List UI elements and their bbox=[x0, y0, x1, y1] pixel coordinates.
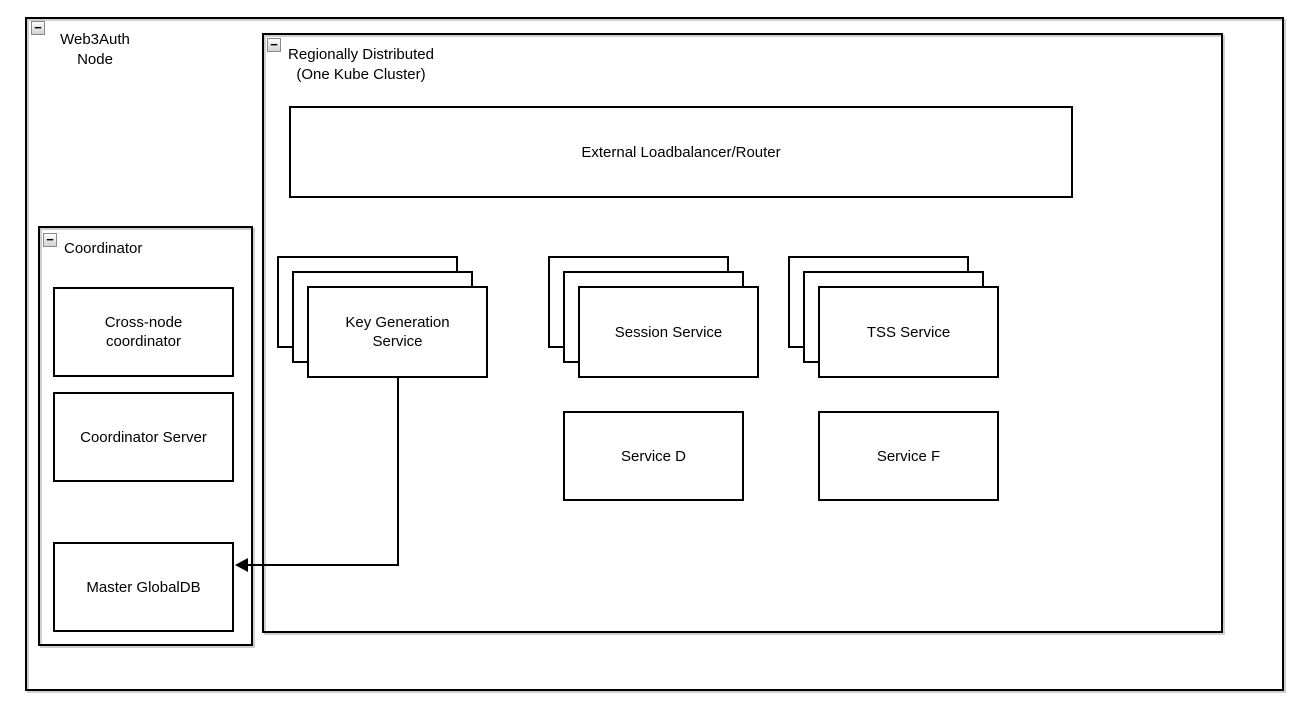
container-web3auth-node bbox=[25, 17, 1284, 691]
edge-keygen-to-masterdb-vertical bbox=[397, 378, 399, 566]
node-label-text: Service D bbox=[620, 447, 687, 465]
node-label-text: coordinator bbox=[105, 333, 182, 350]
container-label-regionally-distributed: Regionally Distributed (One Kube Cluster… bbox=[278, 45, 444, 85]
label-line: Node bbox=[77, 51, 113, 68]
node-label-text: External Loadbalancer/Router bbox=[581, 143, 781, 161]
label-line: Coordinator bbox=[64, 240, 143, 257]
node-service-d: Service D bbox=[563, 411, 744, 501]
collapse-icon-coordinator[interactable]: − bbox=[43, 233, 57, 247]
node-label-text: Cross-node bbox=[104, 314, 183, 331]
node-tss-service: TSS Service bbox=[818, 286, 999, 378]
arrowhead-left-icon bbox=[235, 558, 248, 572]
container-label-coordinator: Coordinator bbox=[64, 239, 142, 259]
node-label-text: Session Service bbox=[614, 323, 723, 341]
label-line: Web3Auth bbox=[60, 31, 130, 48]
node-session-service: Session Service bbox=[578, 286, 759, 378]
node-label-text: Coordinator Server bbox=[80, 428, 207, 446]
node-external-loadbalancer: External Loadbalancer/Router bbox=[289, 106, 1073, 198]
edge-keygen-to-masterdb-horizontal bbox=[246, 564, 399, 566]
node-coordinator-server: Coordinator Server bbox=[53, 392, 234, 482]
container-label-web3auth-node: Web3Auth Node bbox=[40, 30, 150, 70]
node-key-generation-service: Key Generation Service bbox=[307, 286, 488, 378]
container-regionally-distributed bbox=[262, 33, 1223, 633]
node-master-globaldb: Master GlobalDB bbox=[53, 542, 234, 632]
collapse-icon-web3auth-node[interactable]: − bbox=[31, 21, 45, 35]
node-service-f: Service F bbox=[818, 411, 999, 501]
node-label-text: TSS Service bbox=[866, 323, 951, 341]
container-coordinator bbox=[38, 226, 253, 646]
node-label-text: Key Generation bbox=[345, 314, 450, 331]
node-cross-node-coordinator: Cross-node coordinator bbox=[53, 287, 234, 377]
node-label-text: Service F bbox=[876, 447, 941, 465]
node-label-text: Service bbox=[372, 333, 423, 350]
collapse-icon-regionally-distributed[interactable]: − bbox=[267, 38, 281, 52]
node-label-text: Master GlobalDB bbox=[86, 578, 201, 596]
label-line: (One Kube Cluster) bbox=[296, 66, 426, 83]
label-line: Regionally Distributed bbox=[288, 46, 434, 63]
